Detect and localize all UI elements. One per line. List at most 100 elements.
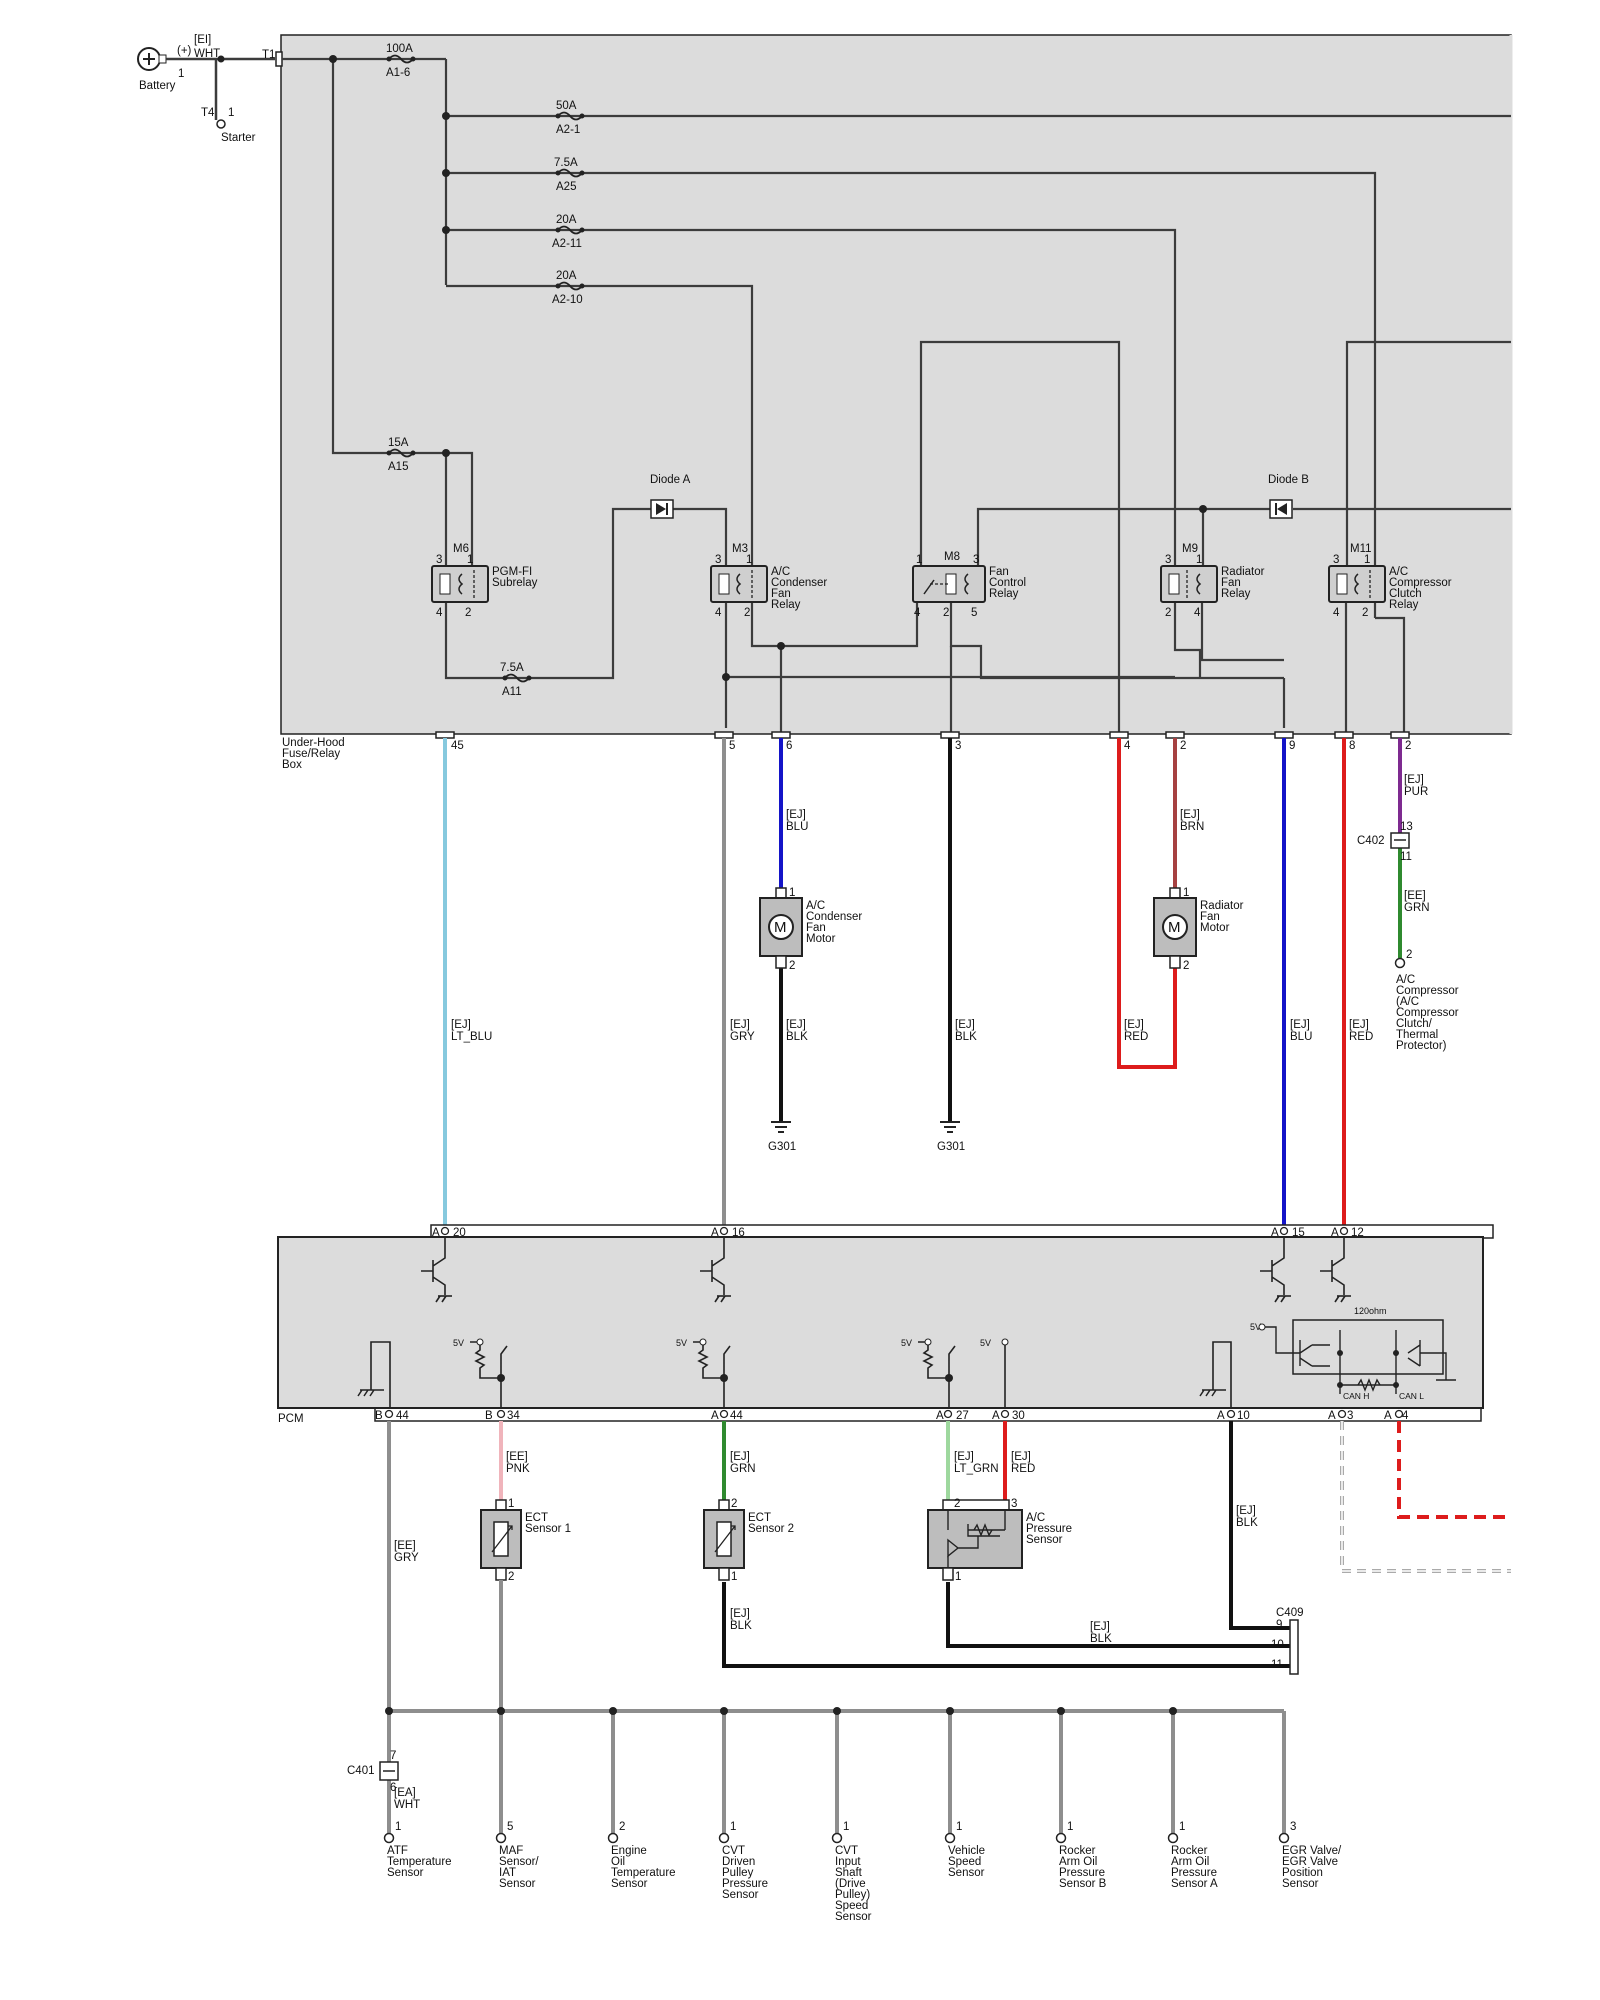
bottom-sensor-vehicle-speed: 1 Vehicle Speed Sensor xyxy=(944,1821,985,1879)
starter-connector xyxy=(216,119,226,129)
svg-text:4: 4 xyxy=(914,607,921,619)
svg-text:M8: M8 xyxy=(944,551,960,563)
svg-text:5V: 5V xyxy=(1250,1322,1261,1332)
wire-label-blk6-color: BLK xyxy=(786,1031,808,1043)
starter-terminal: T4 xyxy=(201,107,215,119)
svg-text:1: 1 xyxy=(955,1571,961,1583)
fuse-a25: 7.5A A25 xyxy=(554,157,585,193)
svg-text:Sensor: Sensor xyxy=(611,1878,648,1890)
svg-text:12: 12 xyxy=(1351,1227,1364,1239)
transistor-icon-2 xyxy=(700,1238,731,1303)
battery-pin: 1 xyxy=(178,68,184,80)
fuse-a2-11: 20A A2-11 xyxy=(552,214,585,250)
svg-text:1: 1 xyxy=(1196,554,1202,566)
svg-text:45: 45 xyxy=(451,740,464,752)
svg-text:B: B xyxy=(485,1410,493,1422)
bottom-sensor-engine-oil: 2 Engine Oil Temperature Sensor xyxy=(607,1821,676,1890)
svg-text:1: 1 xyxy=(746,554,752,566)
svg-text:44: 44 xyxy=(730,1410,743,1422)
svg-text:A: A xyxy=(936,1410,944,1422)
svg-text:2: 2 xyxy=(744,607,750,619)
svg-text:3: 3 xyxy=(436,554,442,566)
svg-text:Engine: Engine xyxy=(611,1845,647,1857)
starter-pin: 1 xyxy=(228,107,234,119)
svg-text:Sensor: Sensor xyxy=(722,1889,759,1901)
svg-text:CVT: CVT xyxy=(835,1845,858,1857)
svg-text:3: 3 xyxy=(1290,1821,1296,1833)
svg-text:2: 2 xyxy=(508,1571,514,1583)
bottom-sensor-atf: 1 ATF Temperature Sensor xyxy=(383,1821,452,1879)
wire-label-gry-ee-code: [EE] xyxy=(394,1540,416,1552)
svg-text:Radiator: Radiator xyxy=(1221,566,1265,578)
fusebox-label-3: Box xyxy=(282,759,302,771)
svg-text:13: 13 xyxy=(1400,821,1413,833)
pcm-5v-label-4: 5V xyxy=(980,1338,991,1348)
wire-blk-acp xyxy=(946,1582,1290,1648)
svg-text:Sensor: Sensor xyxy=(1282,1878,1319,1890)
svg-text:1: 1 xyxy=(916,554,922,566)
wire-label-blu6-color: BLU xyxy=(786,821,808,833)
wire-label-blk6-code: [EJ] xyxy=(786,1019,806,1031)
svg-text:1: 1 xyxy=(508,1498,514,1510)
svg-text:A/C: A/C xyxy=(1396,974,1415,986)
svg-text:Sensor 1: Sensor 1 xyxy=(525,1523,571,1535)
svg-text:7: 7 xyxy=(390,1750,396,1762)
battery-wire-color: WHT xyxy=(194,48,220,60)
bottom-sensor-egr: 3 EGR Valve/ EGR Valve Position Sensor xyxy=(1278,1821,1342,1890)
radiator-motor-symbol-icon: M xyxy=(1168,919,1181,936)
wire-label-red8-color: RED xyxy=(1349,1031,1373,1043)
wire-label-blk-acp-code: [EJ] xyxy=(1090,1621,1110,1633)
svg-text:4: 4 xyxy=(1402,1410,1409,1422)
svg-text:Oil: Oil xyxy=(611,1856,625,1868)
svg-text:5: 5 xyxy=(971,607,977,619)
svg-text:Relay: Relay xyxy=(771,599,801,611)
wire-label-pnk-code: [EE] xyxy=(506,1451,528,1463)
wire-red-4 xyxy=(1117,738,1177,1069)
fuse-a1-6: 100A A1-6 xyxy=(386,43,416,79)
wire-blk-10 xyxy=(1229,1421,1290,1630)
svg-text:Pulley: Pulley xyxy=(722,1867,754,1879)
svg-text:A15: A15 xyxy=(388,461,408,473)
svg-text:Rocker: Rocker xyxy=(1171,1845,1208,1857)
svg-text:Fan: Fan xyxy=(989,566,1009,578)
svg-text:Pressure: Pressure xyxy=(1026,1523,1072,1535)
svg-text:3: 3 xyxy=(973,554,979,566)
wire-label-pnk-color: PNK xyxy=(506,1463,530,1475)
svg-text:1: 1 xyxy=(395,1821,401,1833)
svg-text:120ohm: 120ohm xyxy=(1354,1306,1387,1316)
diode-a-icon xyxy=(650,499,674,519)
svg-text:1: 1 xyxy=(1183,887,1189,899)
svg-text:1: 1 xyxy=(731,1571,737,1583)
svg-text:2: 2 xyxy=(731,1498,737,1510)
fusebox-terminal: T1 xyxy=(262,49,275,61)
svg-text:Sensor: Sensor xyxy=(835,1911,872,1923)
svg-text:Compressor: Compressor xyxy=(1396,985,1459,997)
svg-text:9: 9 xyxy=(1276,1619,1282,1631)
svg-text:M6: M6 xyxy=(453,543,469,555)
wire-label-red8-code: [EJ] xyxy=(1349,1019,1369,1031)
bottom-sensor-cvt-driven: 1 CVT Driven Pulley Pressure Sensor xyxy=(718,1821,768,1901)
wire-label-blu6-code: [EJ] xyxy=(786,809,806,821)
pcm-ground-frame-right xyxy=(1212,1341,1232,1408)
wire-label-blk-acp-color: BLK xyxy=(1090,1633,1112,1645)
svg-text:Rocker: Rocker xyxy=(1059,1845,1096,1857)
pcm-5v-circuit-1 xyxy=(470,1341,508,1408)
svg-text:A: A xyxy=(992,1410,1000,1422)
svg-text:Pressure: Pressure xyxy=(722,1878,768,1890)
svg-text:Sensor: Sensor xyxy=(387,1867,424,1879)
svg-text:Speed: Speed xyxy=(835,1900,868,1912)
svg-text:6: 6 xyxy=(390,1782,396,1794)
svg-text:A: A xyxy=(432,1227,440,1239)
wire-label-blu9-code: [EJ] xyxy=(1290,1019,1310,1031)
fusebox-terminal-block xyxy=(275,51,283,67)
wire-label-blk10-color: BLK xyxy=(1236,1517,1258,1529)
svg-text:15A: 15A xyxy=(388,437,409,449)
wire-label-gry-ee-color: GRY xyxy=(394,1552,419,1564)
wire-label-pur-color: PUR xyxy=(1404,786,1428,798)
svg-text:10: 10 xyxy=(1271,1639,1284,1651)
wire-label-red30-color: RED xyxy=(1011,1463,1035,1475)
fusebox-label-2: Fuse/Relay xyxy=(282,748,340,760)
svg-text:2: 2 xyxy=(465,607,471,619)
